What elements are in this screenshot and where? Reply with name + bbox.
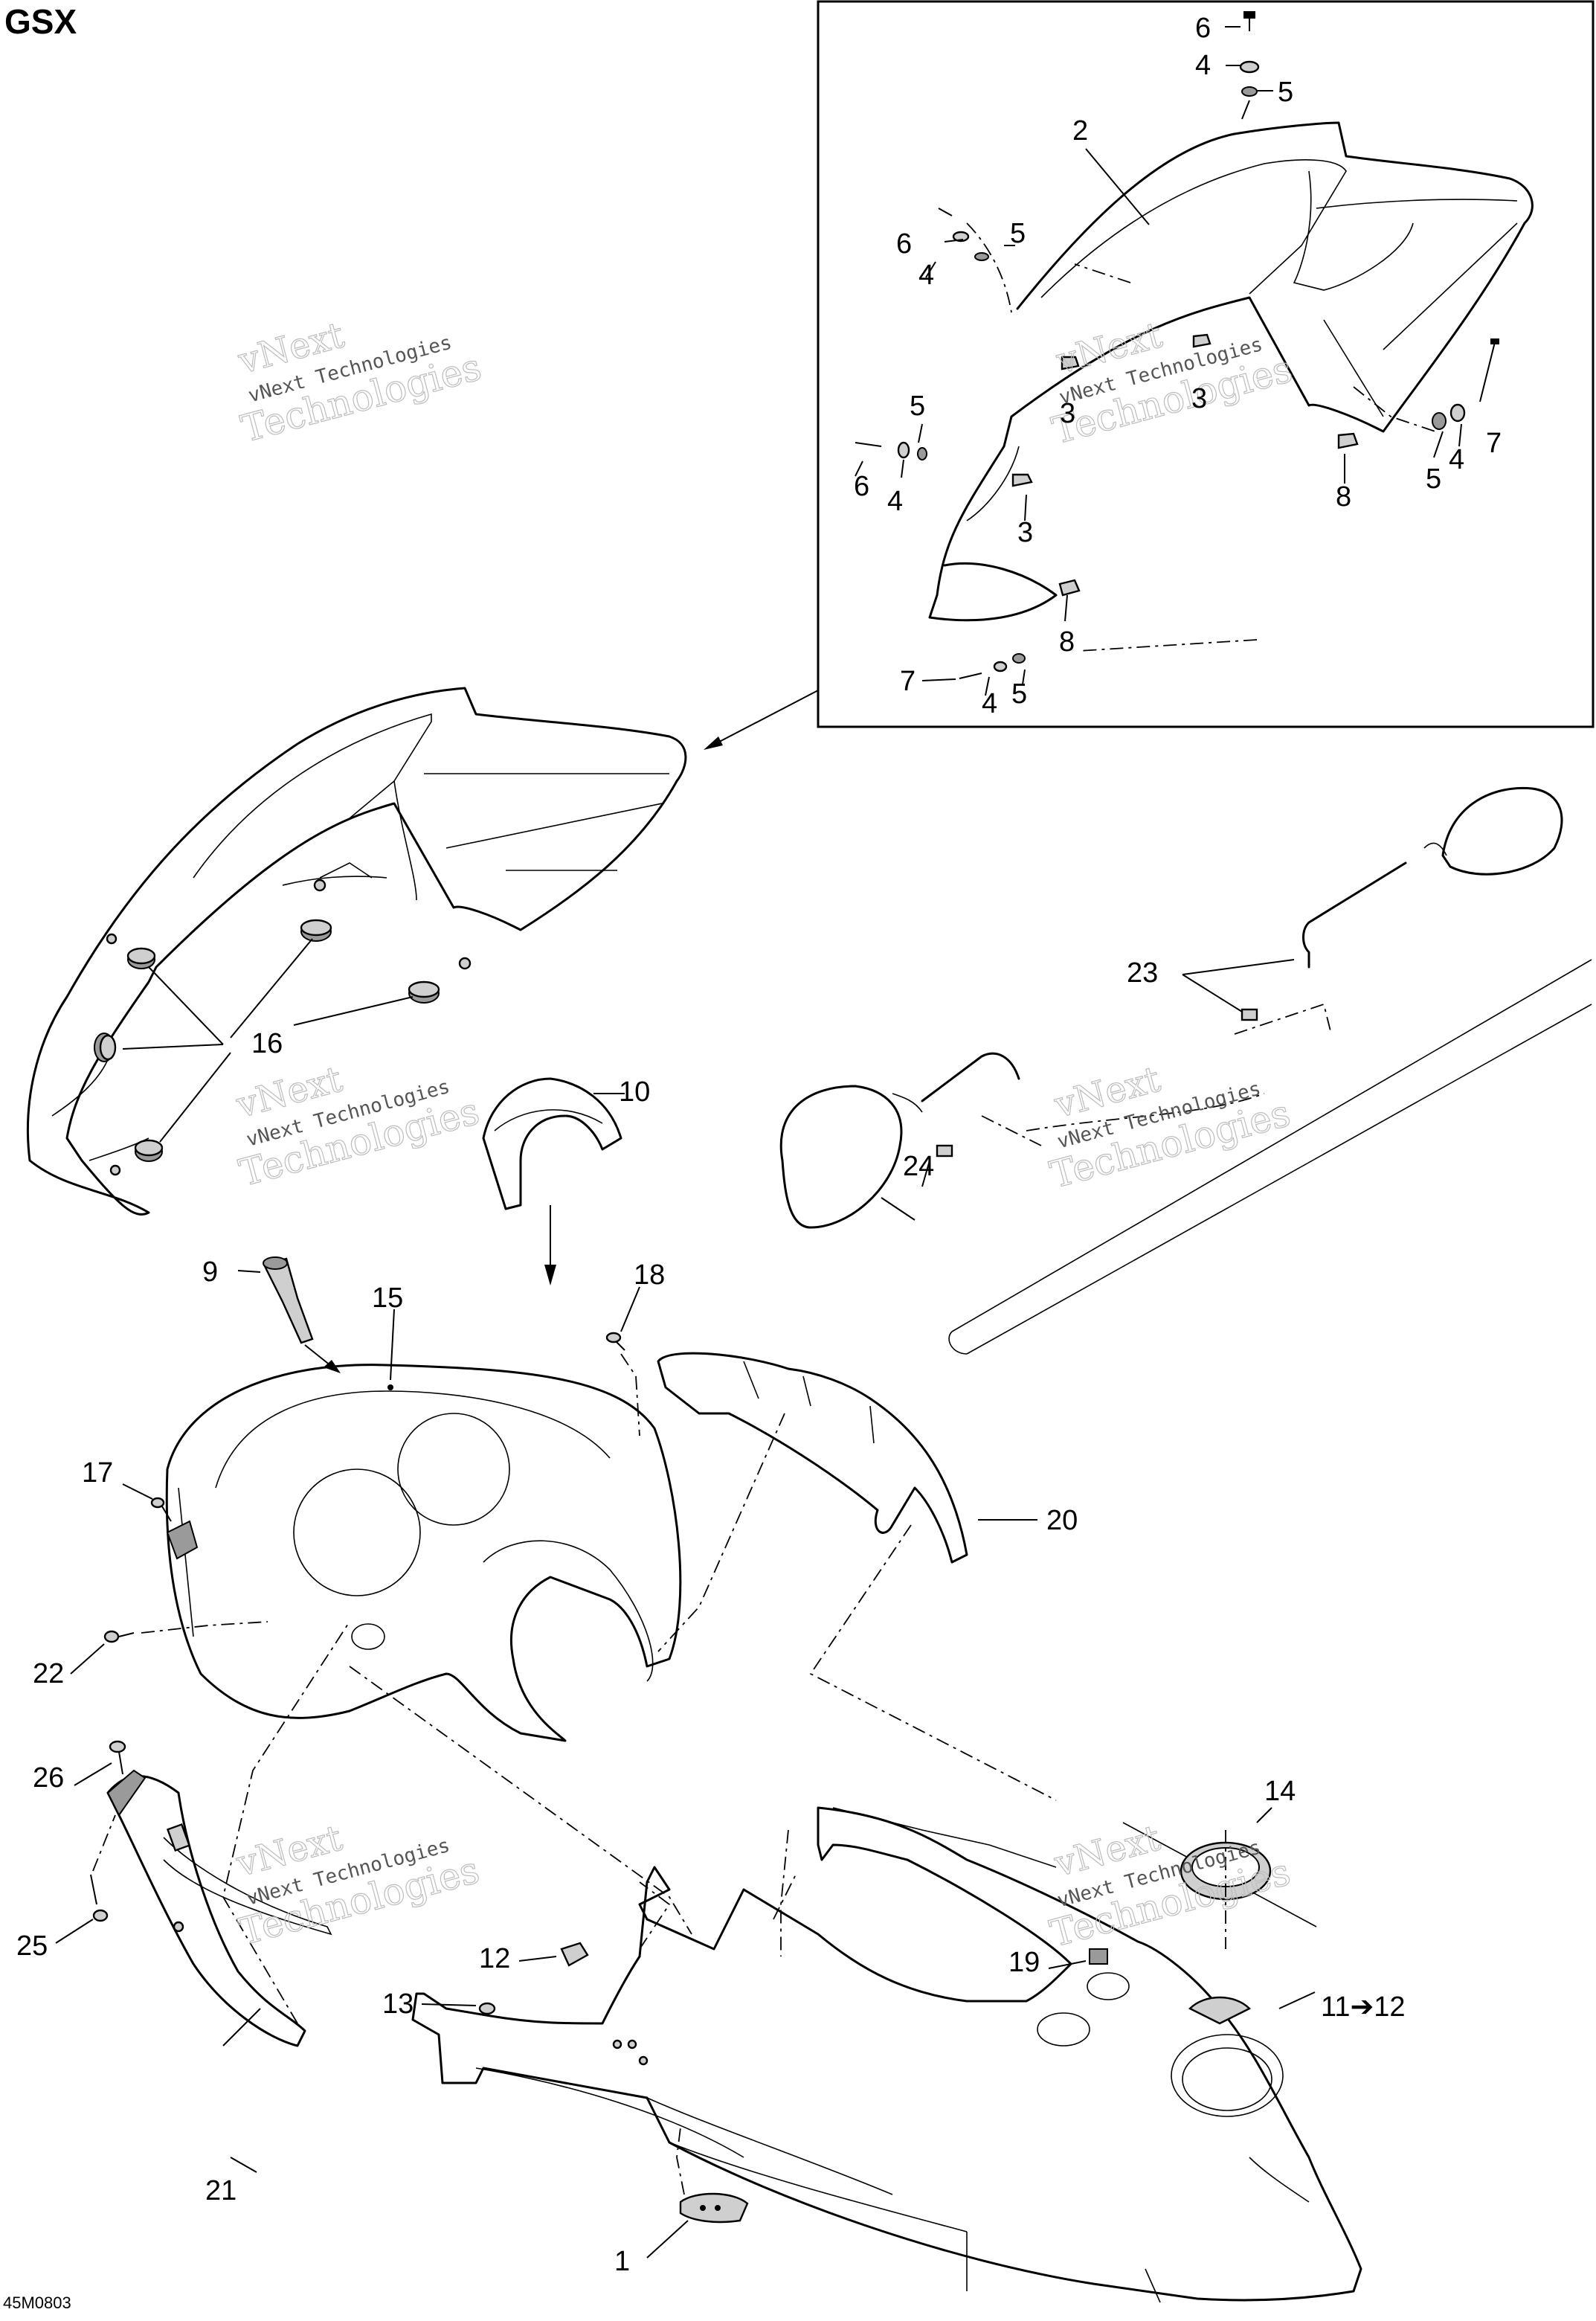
watermark-5: vNext vNext Technologies Technologies <box>231 1817 484 1954</box>
callout-8: 8 <box>1336 481 1351 513</box>
callout-3: 3 <box>1191 383 1207 414</box>
callout-4: 4 <box>1449 444 1464 475</box>
callout-18: 18 <box>634 1259 665 1291</box>
callout-7: 7 <box>900 666 916 697</box>
callout-23: 23 <box>1127 957 1158 989</box>
nut-12 <box>518 1942 589 1967</box>
callout-26: 26 <box>33 1762 64 1794</box>
windshield <box>26 687 687 1216</box>
callout-5: 5 <box>1010 218 1026 249</box>
callout-11-to-12: 11➔12 <box>1321 1991 1406 2023</box>
console-15 <box>165 1309 682 1742</box>
callout-14: 14 <box>1264 1776 1296 1807</box>
screw-17 <box>122 1483 199 1560</box>
callout-1: 1 <box>614 2246 630 2277</box>
grommets <box>94 879 472 1176</box>
callout-21: 21 <box>205 2175 236 2206</box>
part-9 <box>237 1256 341 1373</box>
inset-pointer-line <box>707 690 819 748</box>
callout-12: 12 <box>479 1943 510 1974</box>
callout-labels: 6 4 5 2 6 4 5 5 6 4 3 3 3 8 5 4 7 8 7 4 … <box>16 13 1502 2277</box>
callout-15: 15 <box>372 1283 403 1314</box>
inset-pointer-arrow <box>704 736 723 750</box>
watermark-6: vNext vNext Technologies Technologies <box>1046 1817 1296 1956</box>
mirrors <box>779 786 1592 1355</box>
drawing-code: 45M0803 <box>3 2293 71 2312</box>
callout-19: 19 <box>1008 1947 1040 1978</box>
callout-2: 2 <box>1072 115 1088 147</box>
screw-22 <box>70 1621 268 1675</box>
watermark-1: vNext vNext Technologies Technologies <box>233 314 486 452</box>
callout-7: 7 <box>1486 428 1502 459</box>
callout-22: 22 <box>33 1658 64 1689</box>
clip-19 <box>1048 1948 1108 1969</box>
callout-6: 6 <box>896 228 912 260</box>
callout-6: 6 <box>854 471 869 502</box>
ring-14 <box>1180 1807 1272 1949</box>
inset-frame <box>817 0 1595 728</box>
screw-25 <box>55 1814 116 1944</box>
watermark-2: vNext vNext Technologies Technologies <box>1047 314 1297 453</box>
callout-4: 4 <box>918 260 934 291</box>
callout-4: 4 <box>1195 50 1211 81</box>
callout-8: 8 <box>1059 626 1075 658</box>
callout-3: 3 <box>1060 398 1075 429</box>
callout-4: 4 <box>887 486 903 517</box>
body-11 <box>411 1806 1362 2303</box>
callout-5: 5 <box>1426 463 1441 495</box>
watermark-4: vNext vNext Technologies Technologies <box>1046 1058 1296 1197</box>
callout-13: 13 <box>382 1988 414 2020</box>
callout-4: 4 <box>982 688 997 719</box>
callout-16: 16 <box>251 1028 283 1059</box>
inset-fasteners <box>855 11 1499 679</box>
clip-1 <box>646 2127 749 2259</box>
clip-26 <box>74 1740 126 1786</box>
inset-leaders <box>855 26 1462 696</box>
panel-20 <box>657 1352 1057 1801</box>
callout-5: 5 <box>1278 77 1293 108</box>
callout-17: 17 <box>82 1457 113 1489</box>
callout-24: 24 <box>903 1151 934 1182</box>
screw-18 <box>605 1286 640 1436</box>
inset-windshield <box>928 121 1534 652</box>
callout-25: 25 <box>16 1930 48 1962</box>
callout-5: 5 <box>1011 678 1027 710</box>
cover-10 <box>482 1077 625 1285</box>
callout-6: 6 <box>1195 13 1211 44</box>
callout-9: 9 <box>202 1256 218 1288</box>
callout-3: 3 <box>1017 517 1033 548</box>
callout-5: 5 <box>910 391 925 422</box>
callout-10: 10 <box>619 1076 650 1108</box>
screw-13 <box>421 2002 496 2015</box>
panel-21 <box>106 1621 692 2173</box>
page-title: GSX <box>4 2 77 41</box>
callout-20: 20 <box>1046 1505 1078 1536</box>
